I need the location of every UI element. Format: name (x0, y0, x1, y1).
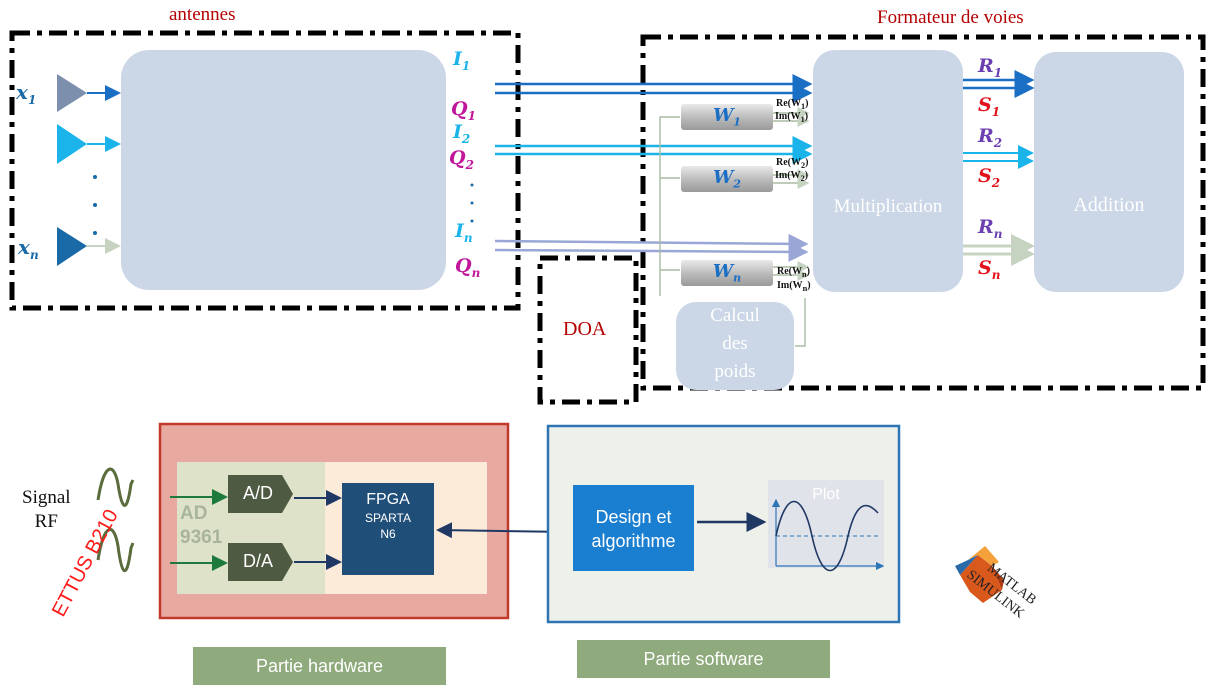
weight-w1-block: W1 (681, 104, 773, 130)
q2-label: Q2 (449, 147, 474, 172)
re-wn-label: Re(Wn) (777, 266, 810, 279)
antenna-ellipsis (93, 175, 97, 235)
design-label: Design et algorithme (591, 507, 676, 551)
da-block (228, 543, 293, 581)
s2-label: S2 (978, 165, 1001, 190)
i2-label: I2 (453, 121, 471, 146)
sn-label: Sn (978, 257, 1001, 282)
multiplication-block (813, 50, 963, 292)
software-label: Partie software (643, 649, 764, 669)
rf-wave-2 (96, 527, 135, 573)
weight-calc-label: Calcul des poids (710, 305, 760, 382)
im-w2-label: Im(W2) (775, 170, 809, 183)
i1-label: I1 (453, 48, 471, 73)
matlab-logo (955, 546, 1004, 603)
hardware-label: Partie hardware (255, 656, 384, 676)
ad-block (228, 475, 293, 513)
iq-ellipsis (470, 183, 474, 223)
doa-frame (537, 255, 639, 405)
antenna-n (57, 227, 87, 266)
in-label: In (455, 220, 473, 245)
im-wn-label: Im(Wn) (777, 280, 811, 293)
im-w1-label: Im(W1) (775, 111, 809, 124)
plot-sine (775, 500, 879, 572)
r2-label: R2 (978, 125, 1003, 150)
ad-label: A/D (242, 483, 273, 503)
fpga-block (342, 483, 434, 575)
multiplication-label: Multiplication (833, 196, 943, 217)
software-label-bar (577, 640, 830, 678)
hardware-label-bar (193, 647, 446, 685)
antennas-frame (9, 30, 521, 311)
design-block (573, 485, 694, 571)
addition-label: Addition (1073, 194, 1145, 216)
beamformer-frame (640, 34, 1206, 391)
input-x1-label: x1 (16, 80, 37, 107)
q1-label: Q1 (451, 98, 476, 123)
re-w1-label: Re(W1) (776, 98, 809, 111)
antenna-1 (57, 74, 87, 112)
weight-w2-block: W2 (681, 166, 773, 192)
antenna-2 (57, 124, 87, 164)
fpga-label: FPGA SPARTA N6 (364, 491, 411, 541)
adc-block (121, 50, 446, 290)
addition-block (1034, 52, 1184, 292)
plot-title: Plot (812, 486, 840, 503)
da-label: D/A (242, 551, 273, 571)
ad9361-label: AD 9361 (180, 503, 223, 548)
re-w2-label: Re(W2) (776, 157, 809, 170)
s1-label: S1 (978, 94, 1001, 119)
beamformer-title: Formateur de voies (877, 7, 1024, 28)
rn-label: Rn (978, 216, 1003, 241)
weight-calc-block (676, 302, 794, 390)
rf-wave-1 (96, 467, 135, 507)
doa-label: DOA (563, 318, 607, 340)
plot-panel (768, 480, 884, 568)
weight-wn-block: Wn (681, 260, 773, 286)
input-xn-label: xn (18, 235, 39, 262)
qn-label: Qn (455, 255, 481, 280)
signal-rf-label: Signal RF (22, 487, 71, 532)
r1-label: R1 (978, 55, 1003, 80)
antennas-title: antennes (169, 4, 236, 25)
